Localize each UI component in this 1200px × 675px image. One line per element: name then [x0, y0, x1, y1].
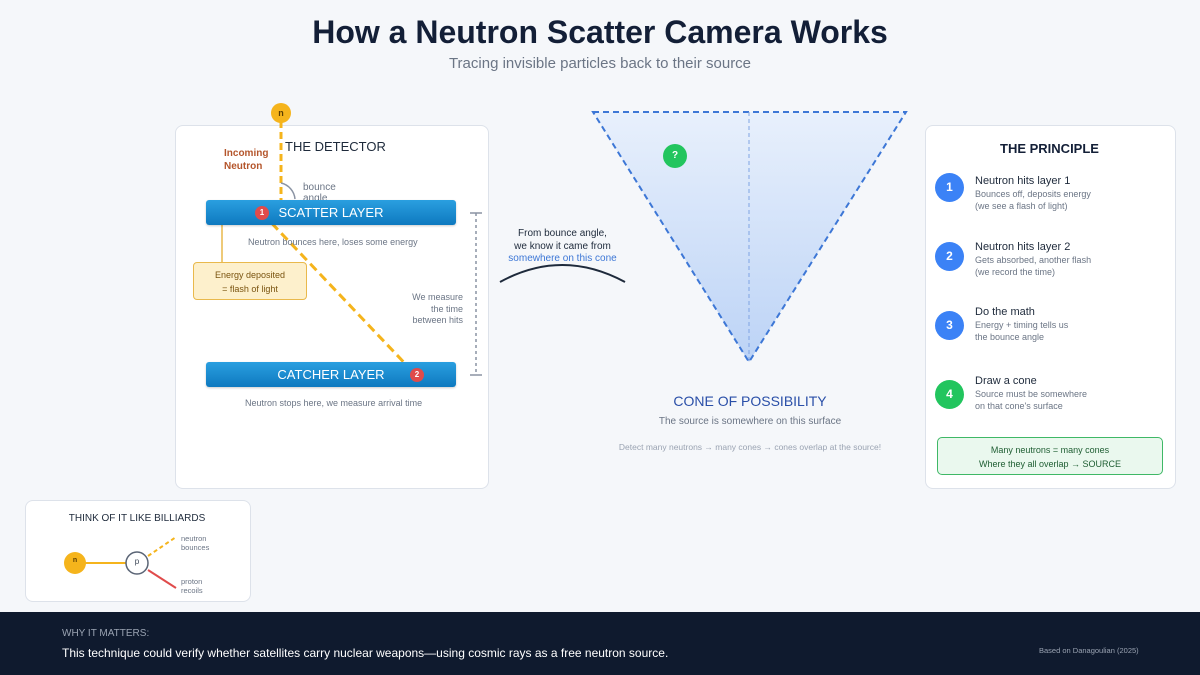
billiards-proton-recoil: [147, 569, 177, 589]
cone-note: The source is somewhere on this surface: [658, 416, 842, 427]
step-1: Neutron hits layer 1 Bounces off, deposi…: [975, 175, 1091, 211]
many-cones-note: Detect many neutrons → many cones → cone…: [618, 442, 882, 452]
detector-panel: [175, 125, 489, 489]
scatter-layer: SCATTER LAYER: [206, 200, 456, 225]
step-3-number: 3: [935, 311, 964, 340]
billiards-panel: [25, 500, 251, 602]
hit-marker-1: 1: [255, 206, 269, 220]
proton-recoils-label: proton recoils: [181, 577, 203, 595]
catcher-note: Neutron stops here, we measure arrival t…: [245, 398, 423, 408]
billiards-neutron-bounce: [147, 536, 177, 557]
step-2: Neutron hits layer 2 Gets absorbed, anot…: [975, 241, 1092, 277]
timing-label: We measure the time between hits: [412, 292, 463, 325]
bounce-angle-label: bounce angle: [303, 182, 336, 204]
footer-credit: Based on Danagoulian (2025): [1039, 646, 1139, 655]
diagram-graphics: [64, 111, 908, 589]
bounce-angle-arc: [280, 182, 296, 200]
billiards-heading: THINK OF IT LIKE BILLIARDS: [68, 513, 206, 524]
footer-bar: WHY IT MATTERS: This technique could ver…: [0, 612, 1200, 675]
hit-marker-2: 2: [410, 368, 424, 382]
billiards-neutron-ball: [64, 552, 86, 574]
unknown-source-marker: ?: [663, 144, 687, 168]
billiards-proton-symbol: p: [134, 557, 140, 566]
step-2-number: 2: [935, 242, 964, 271]
cone-heading: CONE OF POSSIBILITY: [673, 393, 827, 409]
footer-text: This technique could verify whether sate…: [62, 646, 669, 660]
billiards-neutron-symbol: n: [72, 557, 78, 564]
page-title: How a Neutron Scatter Camera Works: [312, 14, 888, 50]
detector-heading: THE DETECTOR: [285, 139, 386, 154]
overlap-summary-box: Many neutrons = many cones Where they al…: [937, 437, 1163, 475]
bounce-angle-curve: [499, 264, 626, 283]
billiards-proton-ball: [125, 551, 149, 575]
step-1-number: 1: [935, 173, 964, 202]
energy-deposited-box: Energy deposited = flash of light: [193, 262, 307, 300]
step-3: Do the math Energy + timing tells us the…: [975, 306, 1069, 342]
principle-panel: [925, 125, 1176, 489]
neutron-marker: n: [271, 103, 291, 123]
scatter-note: Neutron bounces here, loses some energy: [248, 237, 418, 247]
cone-of-possibility: [591, 111, 908, 364]
bounce-cone-text: From bounce angle, we know it came from …: [508, 228, 617, 264]
step-4-number: 4: [935, 380, 964, 409]
neutron-bounces-label: neutron bounces: [181, 534, 210, 552]
scattered-neutron-path: [260, 211, 417, 376]
step-4: Draw a cone Source must be somewhere on …: [975, 375, 1088, 411]
incoming-neutron-label: Incoming Neutron: [224, 148, 269, 172]
principle-heading: THE PRINCIPLE: [1000, 141, 1099, 156]
footer-label: WHY IT MATTERS:: [62, 628, 150, 639]
page-subtitle: Tracing invisible particles back to thei…: [448, 55, 752, 72]
